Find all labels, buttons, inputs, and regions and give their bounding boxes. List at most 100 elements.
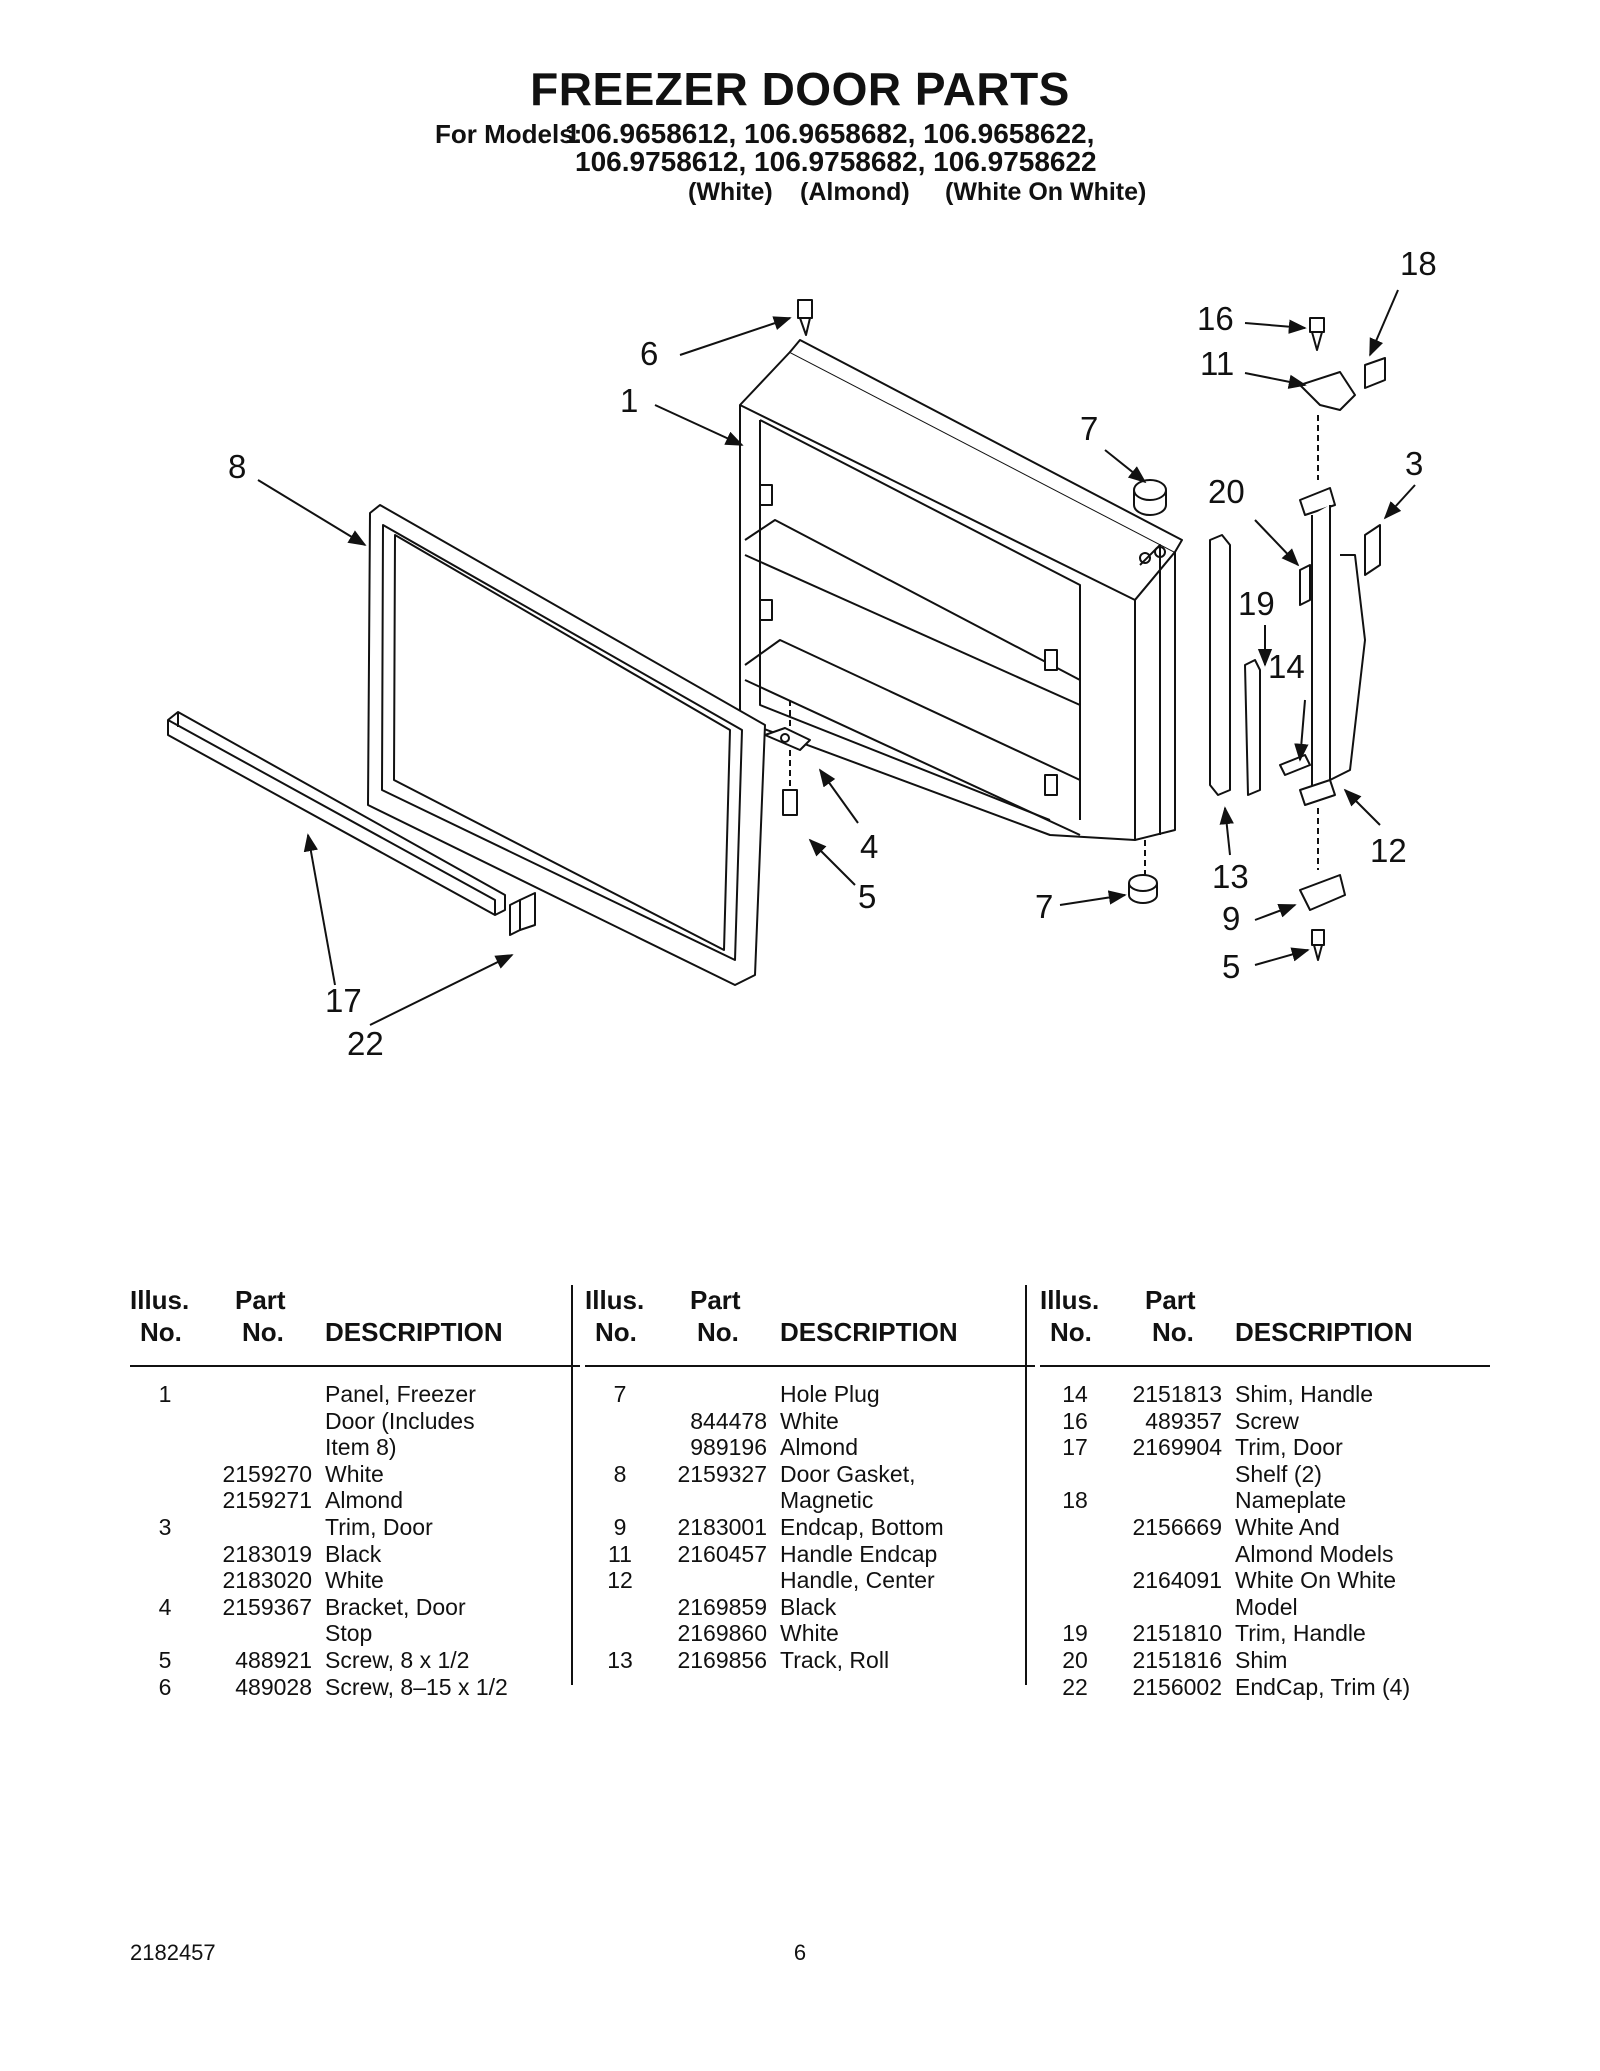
page-number: 6: [793, 1940, 807, 1965]
description: Screw, 8 x 1/2: [325, 1646, 470, 1673]
description: Screw: [1235, 1407, 1299, 1434]
description: White: [325, 1460, 384, 1487]
illus-no: 17: [1062, 1434, 1088, 1461]
illus-no: 20: [1062, 1646, 1088, 1673]
parts-table-2: Illus. No. Part No. DESCRIPTION 7 Hole Pl…: [585, 1285, 1035, 1674]
color-white-on-white: (White On White): [945, 178, 1147, 206]
table-header: Illus. No. Part No. DESCRIPTION: [1040, 1285, 1490, 1367]
illus-no: 7: [613, 1381, 627, 1407]
description: Item 8): [325, 1434, 397, 1461]
screw-top: [797, 299, 813, 336]
description: Track, Roll: [780, 1646, 890, 1673]
table-row: Almond Models: [1040, 1541, 1490, 1568]
description: Stop: [325, 1620, 373, 1647]
callout-11: 11: [1200, 345, 1234, 382]
callout-16: 16: [1197, 300, 1234, 337]
header-illus: Illus.: [585, 1285, 645, 1315]
handle-assembly: [1209, 317, 1386, 961]
part-no: 2156002: [1132, 1673, 1222, 1700]
part-no: 2159367: [222, 1593, 312, 1620]
header-part: Part: [690, 1285, 741, 1315]
header-part: Part: [1145, 1285, 1196, 1315]
description: Trim, Handle: [1235, 1620, 1366, 1647]
callout-17: 17: [325, 982, 362, 1019]
description: Nameplate: [1235, 1487, 1347, 1514]
part-no: 488921: [235, 1646, 312, 1673]
header-illus: Illus.: [1040, 1285, 1100, 1315]
description: Almond: [325, 1487, 403, 1514]
illus-no: 11: [608, 1540, 632, 1567]
description: Endcap, Bottom: [780, 1513, 944, 1540]
description: Almond: [780, 1434, 858, 1461]
part-no: 2151810: [1132, 1620, 1222, 1647]
shelf-trim: [167, 711, 536, 936]
callout-9: 9: [1222, 900, 1240, 937]
part-no: 2156669: [1132, 1513, 1222, 1540]
header-part-no: No.: [242, 1317, 284, 1347]
exploded-parts-diagram: 18 16 11 6 1 7 3 8 20 19 14 4 12 5 13 7 …: [167, 245, 1437, 1062]
illus-no: 6: [158, 1673, 172, 1700]
table-row: Door (Includes: [130, 1408, 580, 1435]
callout-7-bottom: 7: [1035, 888, 1053, 925]
description: White: [325, 1567, 384, 1594]
callout-18: 18: [1400, 245, 1437, 282]
table-row: 989196 Almond: [585, 1434, 1035, 1461]
illus-no: 14: [1062, 1381, 1088, 1407]
callout-20: 20: [1208, 473, 1245, 510]
description: Shelf (2): [1235, 1460, 1322, 1487]
callout-5-right: 5: [1222, 948, 1240, 985]
header-description: DESCRIPTION: [1235, 1317, 1413, 1347]
description: Black: [325, 1540, 382, 1567]
callout-8: 8: [228, 448, 246, 485]
illus-no: 18: [1062, 1487, 1088, 1514]
description: White On White: [1235, 1567, 1397, 1594]
part-no: 2169904: [1132, 1434, 1222, 1461]
callout-14: 14: [1268, 648, 1305, 685]
part-no: 989196: [690, 1434, 767, 1461]
description: Hole Plug: [780, 1381, 880, 1407]
column-divider: [571, 1285, 573, 1685]
callout-12: 12: [1370, 832, 1407, 869]
part-no: 2169860: [677, 1620, 767, 1647]
illus-no: 1: [158, 1381, 172, 1407]
header-illus-no: No.: [595, 1317, 637, 1347]
column-divider: [1025, 1285, 1027, 1685]
callout-7-top: 7: [1080, 410, 1098, 447]
table-row: Shelf (2): [1040, 1461, 1490, 1488]
header-description: DESCRIPTION: [780, 1317, 958, 1347]
illus-no: 3: [158, 1513, 172, 1540]
table-row: Magnetic: [585, 1487, 1035, 1514]
header-part-no: No.: [1152, 1317, 1194, 1347]
document-number: 2182457: [130, 1940, 216, 1965]
description: Door Gasket,: [780, 1460, 916, 1487]
part-no: 489028: [235, 1673, 312, 1700]
part-no: 844478: [690, 1407, 767, 1434]
description: Black: [780, 1593, 837, 1620]
description: EndCap, Trim (4): [1235, 1673, 1411, 1700]
part-no: 2151816: [1132, 1646, 1222, 1673]
illus-no: 13: [607, 1646, 633, 1673]
door-gasket: [367, 504, 766, 986]
description: Handle, Center: [780, 1567, 935, 1594]
header-part-no: No.: [697, 1317, 739, 1347]
illus-no: 22: [1062, 1673, 1088, 1700]
table-row: 18 Nameplate: [1040, 1487, 1490, 1514]
table-row: 7 Hole Plug: [585, 1381, 1035, 1408]
